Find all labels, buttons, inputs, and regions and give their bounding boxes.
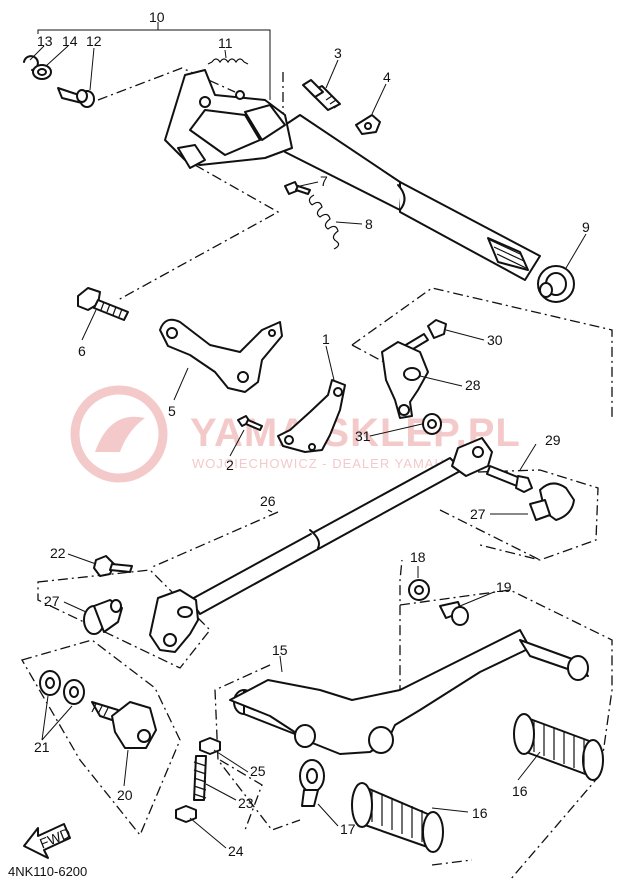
leader-lines bbox=[29, 45, 587, 849]
callout-8: 8 bbox=[365, 216, 373, 232]
callout-19: 19 bbox=[496, 579, 512, 595]
callout-15: 15 bbox=[272, 642, 288, 658]
bolt-6[interactable] bbox=[77, 287, 129, 321]
shift-shaft[interactable] bbox=[284, 114, 541, 281]
bolt-3[interactable] bbox=[302, 79, 341, 111]
pedal-rubber-upper[interactable] bbox=[513, 713, 604, 781]
pawl-spring[interactable] bbox=[207, 58, 249, 65]
callout-17: 17 bbox=[340, 821, 356, 837]
callout-4: 4 bbox=[383, 69, 391, 85]
callout-27-left: 27 bbox=[44, 593, 60, 609]
callout-21: 21 bbox=[34, 739, 50, 755]
washer-31[interactable] bbox=[422, 413, 442, 435]
rod-end-rubber-left[interactable] bbox=[83, 599, 123, 635]
callout-31: 31 bbox=[355, 428, 371, 444]
callout-3: 3 bbox=[334, 45, 342, 61]
callout-14: 14 bbox=[62, 33, 78, 49]
return-spring[interactable] bbox=[308, 194, 340, 250]
fwd-label: FWD bbox=[37, 825, 73, 852]
pedal-rubber-lower[interactable] bbox=[351, 782, 444, 853]
callout-23: 23 bbox=[238, 795, 254, 811]
shift-clamp-28[interactable] bbox=[381, 341, 429, 419]
bolt-7[interactable] bbox=[284, 181, 311, 195]
callout-27-right: 27 bbox=[470, 506, 486, 522]
callout-20: 20 bbox=[117, 787, 133, 803]
callout-12: 12 bbox=[86, 33, 102, 49]
cover-plate[interactable] bbox=[277, 379, 346, 453]
footrest-bracket[interactable] bbox=[159, 318, 283, 393]
roller-12[interactable] bbox=[57, 87, 95, 108]
callout-labels: 10 13 14 12 11 3 4 7 8 9 6 5 1 2 30 28 2… bbox=[34, 9, 590, 859]
clip-4[interactable] bbox=[355, 114, 381, 135]
washer-14[interactable] bbox=[32, 64, 52, 80]
washer-18[interactable] bbox=[408, 579, 430, 601]
pivot-shaft-20[interactable] bbox=[91, 701, 157, 749]
washers-21[interactable] bbox=[39, 670, 85, 705]
callout-18: 18 bbox=[410, 549, 426, 565]
callout-5: 5 bbox=[168, 403, 176, 419]
fwd-arrow: FWD bbox=[23, 823, 73, 859]
callout-1: 1 bbox=[322, 331, 330, 347]
callout-22: 22 bbox=[50, 545, 66, 561]
callout-26: 26 bbox=[260, 493, 276, 509]
watermark-logo bbox=[70, 385, 168, 483]
bolt-19[interactable] bbox=[439, 601, 469, 626]
callout-25: 25 bbox=[250, 763, 266, 779]
callout-13: 13 bbox=[37, 33, 53, 49]
nut-24[interactable] bbox=[175, 805, 197, 823]
callout-24: 24 bbox=[228, 843, 244, 859]
callout-10: 10 bbox=[149, 9, 165, 25]
rod-end-joint-left[interactable] bbox=[149, 589, 199, 653]
callout-11: 11 bbox=[218, 35, 233, 51]
watermark-subtitle: WOJCIECHOWICZ - DEALER YAMAHA bbox=[192, 456, 455, 471]
nut-25[interactable] bbox=[199, 737, 221, 755]
diagram-code: 4NK110-6200 bbox=[8, 864, 87, 879]
rod-end-rubber-right[interactable] bbox=[529, 482, 575, 521]
callout-30: 30 bbox=[487, 332, 503, 348]
callout-6: 6 bbox=[78, 343, 86, 359]
bolt-22[interactable] bbox=[93, 555, 133, 577]
callout-9: 9 bbox=[582, 219, 590, 235]
callout-29: 29 bbox=[545, 432, 561, 448]
callout-7: 7 bbox=[320, 173, 328, 189]
oil-seal[interactable] bbox=[537, 265, 575, 303]
bolt-29[interactable] bbox=[486, 465, 533, 493]
adjuster-23[interactable] bbox=[193, 755, 207, 801]
screw-2[interactable] bbox=[237, 415, 263, 431]
group-lines bbox=[21, 22, 613, 881]
callout-2: 2 bbox=[226, 457, 234, 473]
shift-pedal[interactable] bbox=[229, 629, 589, 755]
callout-16-upper: 16 bbox=[512, 783, 528, 799]
rod-eye-17[interactable] bbox=[299, 759, 325, 807]
callout-16-lower: 16 bbox=[472, 805, 488, 821]
callout-28: 28 bbox=[465, 377, 481, 393]
shift-arm-assembly[interactable] bbox=[164, 69, 293, 169]
